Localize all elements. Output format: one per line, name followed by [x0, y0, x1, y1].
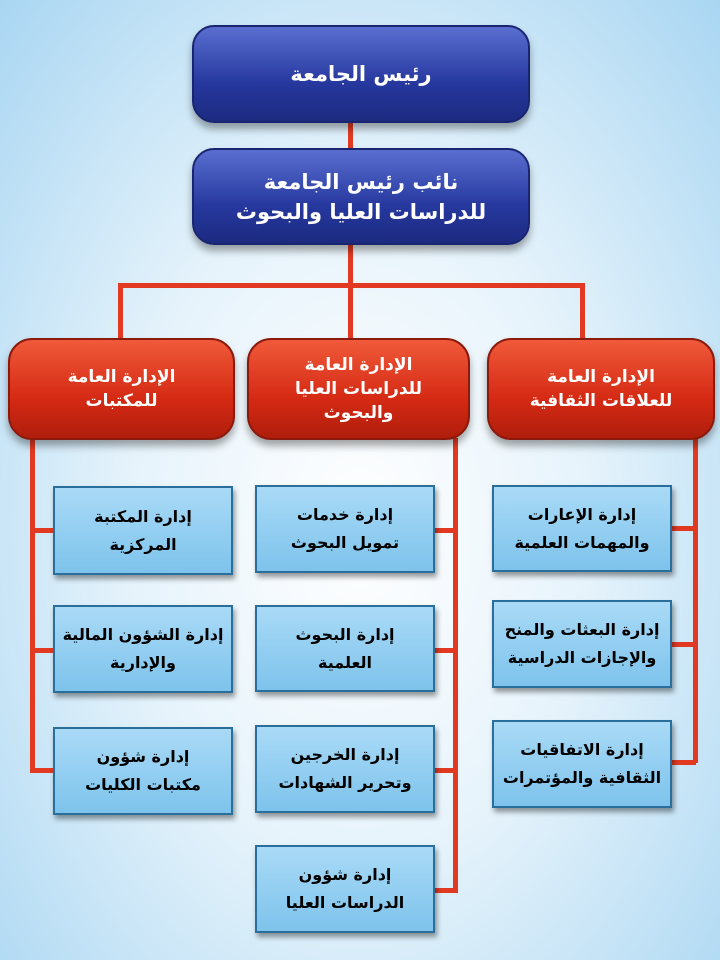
- unit-box: إدارة الخرجين وتحرير الشهادات: [255, 725, 435, 813]
- connector: [118, 283, 585, 288]
- dept-cultural-relations: الإدارة العامة للعلاقات الثقافية: [487, 338, 715, 440]
- connector: [671, 526, 696, 531]
- connector: [348, 120, 353, 152]
- connector: [434, 768, 456, 773]
- connector: [434, 888, 456, 893]
- unit-box: إدارة البحوث العلمية: [255, 605, 435, 692]
- connector: [453, 438, 458, 893]
- unit-box: إدارة المكتبة المركزية: [53, 486, 233, 575]
- unit-box: إدارة خدمات تمويل البحوث: [255, 485, 435, 573]
- connector: [693, 438, 698, 763]
- connector: [434, 528, 456, 533]
- unit-box: إدارة الشؤون المالية والإدارية: [53, 605, 233, 693]
- connector: [30, 438, 35, 773]
- connector: [30, 648, 54, 653]
- vice-president-box: نائب رئيس الجامعة للدراسات العليا والبحو…: [192, 148, 530, 245]
- president-box: رئيس الجامعة: [192, 25, 530, 123]
- unit-box: إدارة الاتفاقيات الثقافية والمؤتمرات: [492, 720, 672, 808]
- connector: [671, 642, 696, 647]
- unit-box: إدارة شؤون مكتبات الكليات: [53, 727, 233, 815]
- connector: [671, 760, 696, 765]
- connector: [30, 528, 54, 533]
- dept-libraries: الإدارة العامة للمكتبات: [8, 338, 235, 440]
- unit-box: إدارة البعثات والمنح والإجازات الدراسية: [492, 600, 672, 688]
- unit-box: إدارة شؤون الدراسات العليا: [255, 845, 435, 933]
- connector: [118, 283, 123, 341]
- unit-box: إدارة الإعارات والمهمات العلمية: [492, 485, 672, 572]
- connector: [348, 242, 353, 342]
- connector: [434, 648, 456, 653]
- dept-graduate-studies: الإدارة العامة للدراسات العليا والبحوث: [247, 338, 470, 440]
- connector: [30, 768, 54, 773]
- connector: [580, 283, 585, 341]
